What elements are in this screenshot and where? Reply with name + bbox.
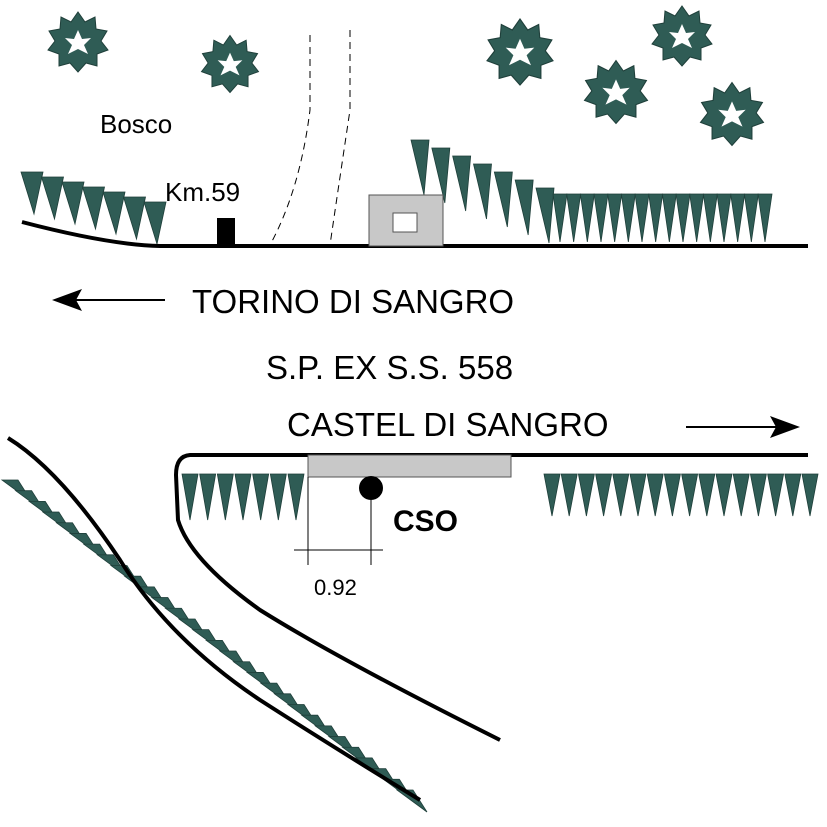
label-torino: TORINO DI SANGRO: [192, 283, 514, 320]
tree-icon: [47, 11, 109, 73]
arrow-icon: [52, 289, 165, 311]
km-marker: [217, 218, 235, 246]
tree-icon: [583, 59, 649, 125]
label-station: CSO: [393, 505, 458, 538]
road-edge-north: [21, 220, 808, 248]
station-marker: [359, 476, 383, 500]
embankment-hatch: [410, 139, 555, 244]
label-offset: 0.92: [314, 575, 357, 600]
platform: [307, 454, 512, 478]
building-window: [392, 212, 418, 233]
side-road-edge: [6, 436, 422, 802]
label-bosco: Bosco: [100, 109, 172, 139]
dashed-track: [269, 30, 351, 246]
tree-icon: [651, 5, 713, 67]
tree-icon: [486, 18, 554, 86]
embankment-hatch: [0, 479, 428, 813]
road-edge-south: [173, 453, 808, 742]
tree-icon: [201, 35, 259, 93]
embankments: [0, 139, 819, 813]
dimension-lines: [294, 477, 383, 565]
embankment-hatch: [543, 473, 819, 517]
embankment-hatch: [552, 193, 773, 243]
label-castel: CASTEL DI SANGRO: [287, 406, 609, 443]
arrow-icon: [686, 416, 800, 438]
label-km: Km.59: [165, 177, 240, 207]
label-road: S.P. EX S.S. 558: [266, 349, 513, 386]
embankment-hatch: [181, 473, 305, 521]
embankment-hatch: [20, 171, 167, 246]
tree-icon: [699, 81, 765, 147]
